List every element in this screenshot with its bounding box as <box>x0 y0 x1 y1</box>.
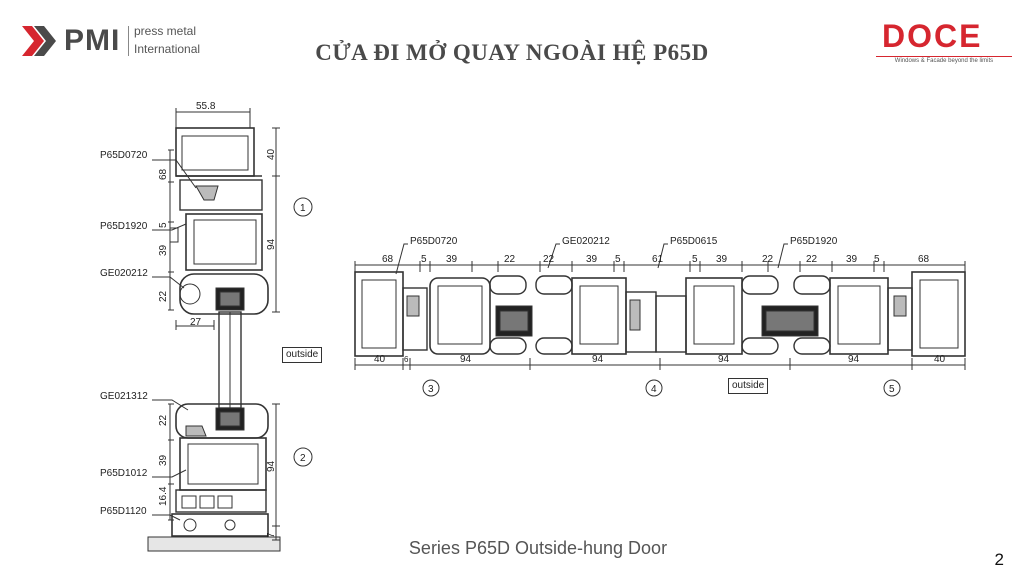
outside-label-horizontal: outside <box>728 378 769 394</box>
label-p65d1120-v: P65D1120 <box>100 506 147 517</box>
dim-top-22a: 22 <box>504 254 516 265</box>
dim-right-94b: 94 <box>266 460 277 472</box>
label-p65d1012-v: P65D1012 <box>100 468 148 479</box>
dim-top-39d: 39 <box>846 254 858 265</box>
label-p65d0720-v: P65D0720 <box>100 150 148 161</box>
label-p65d1920-v: P65D1920 <box>100 221 148 232</box>
label-ge021312-v: GE021312 <box>100 391 148 402</box>
dim-left-22a: 22 <box>158 290 169 302</box>
dim-top-39b: 39 <box>586 254 598 265</box>
doce-brand-text: DOCE <box>882 18 983 54</box>
dim-bottom-94a: 94 <box>460 354 472 365</box>
dim-bottom-94c: 94 <box>718 354 730 365</box>
dim-right-94a: 94 <box>266 238 277 250</box>
dim-bottom-27: 27 <box>190 317 202 328</box>
dim-top-5d: 5 <box>874 254 880 265</box>
dim-bottom-40a: 40 <box>374 354 386 365</box>
dim-top-68b: 68 <box>918 254 930 265</box>
dim-bottom-94d: 94 <box>848 354 860 365</box>
dim-top-39a: 39 <box>446 254 458 265</box>
outside-label-vertical: outside <box>282 347 323 363</box>
dim-left-5: 5 <box>158 222 169 228</box>
dim-right-40: 40 <box>266 148 277 160</box>
dim-top-5a: 5 <box>421 254 427 265</box>
dim-top-5b: 5 <box>615 254 621 265</box>
dim-bottom-40b: 40 <box>934 354 946 365</box>
pmi-mark-icon <box>22 26 56 56</box>
dim-left-22b: 22 <box>158 414 169 426</box>
pmi-logo: PMI press metal International <box>22 20 212 64</box>
dim-top-22b: 22 <box>543 254 555 265</box>
dim-top-width: 55.8 <box>196 101 216 112</box>
callout-1: 1 <box>300 203 306 214</box>
label-p65d0615-h: P65D0615 <box>670 236 718 247</box>
doce-underline <box>876 56 1012 57</box>
dim-left-39a: 39 <box>158 244 169 256</box>
callout-4: 4 <box>651 384 657 395</box>
figure-caption: Series P65D Outside-hung Door <box>408 538 668 558</box>
callout-5: 5 <box>889 384 895 395</box>
doce-tagline: Windows & Facade beyond the limits <box>894 58 994 64</box>
page-title: CỬA ĐI MỞ QUAY NGOÀI HỆ P65D <box>315 40 709 65</box>
dim-top-39c: 39 <box>716 254 728 265</box>
label-ge020212-v: GE020212 <box>100 268 148 279</box>
dim-left-68: 68 <box>158 168 169 180</box>
callout-2: 2 <box>300 453 306 464</box>
pmi-divider <box>128 26 129 56</box>
label-p65d1920-h: P65D1920 <box>790 236 838 247</box>
doce-logo: DOCE Windows & Facade beyond the limits <box>876 18 1016 68</box>
label-p65d0720-h: P65D0720 <box>410 236 458 247</box>
dim-bottom-6: 6 <box>404 355 409 364</box>
dim-right-7: 7 <box>266 532 277 538</box>
dim-top-22c: 22 <box>762 254 774 265</box>
dim-top-22d: 22 <box>806 254 818 265</box>
dim-bottom-94b: 94 <box>592 354 604 365</box>
label-ge020212-h: GE020212 <box>562 236 610 247</box>
dim-top-68a: 68 <box>382 254 394 265</box>
dim-top-61: 61 <box>652 254 664 265</box>
callout-3: 3 <box>428 384 434 395</box>
dim-top-5c: 5 <box>692 254 698 265</box>
dim-left-39b: 39 <box>158 454 169 466</box>
pmi-line-2: International <box>134 42 201 56</box>
dim-left-16-4: 16.4 <box>158 486 169 506</box>
pmi-line-1: press metal <box>134 24 197 38</box>
page-number: 2 <box>994 550 1004 569</box>
pmi-brand-text: PMI <box>64 24 121 57</box>
